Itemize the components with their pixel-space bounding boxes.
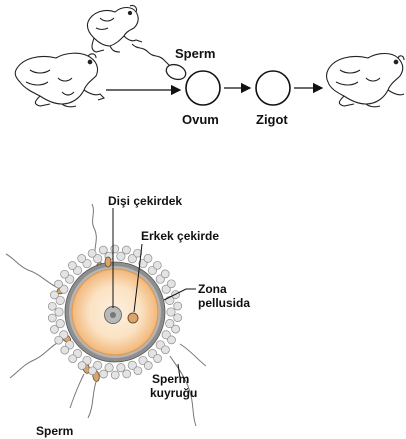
- corona-cell: [50, 325, 58, 333]
- male-nucleus: [128, 313, 138, 323]
- corona-cell: [68, 262, 76, 270]
- corona-cell: [161, 346, 169, 354]
- egg-fertilization-diagram: Dişi çekirdek Erkek çekirde Zona pellusi…: [6, 194, 250, 438]
- corona-cell: [174, 302, 182, 310]
- corona-cell: [111, 371, 119, 379]
- female-nucleus-label: Dişi çekirdek: [108, 194, 182, 208]
- corona-cell: [55, 336, 63, 344]
- sperm-label-bottom: Sperm: [36, 424, 73, 438]
- corona-cell: [61, 346, 69, 354]
- corona-cell: [88, 367, 96, 375]
- corona-cell: [78, 362, 86, 370]
- adult-frog-illustration: [327, 54, 405, 107]
- corona-cell: [88, 249, 96, 257]
- corona-cell: [167, 280, 175, 288]
- ovum-label: Ovum: [182, 112, 219, 127]
- zygote-circle: [256, 71, 290, 105]
- corona-cell: [144, 254, 152, 262]
- corona-cell: [48, 302, 56, 310]
- corona-cell: [99, 246, 107, 254]
- female-frog-illustration: [15, 53, 104, 107]
- sperm-tail-label-line2: kuyruğu: [150, 386, 197, 400]
- life-cycle-diagram: Sperm Ovum Zigot: [15, 5, 404, 127]
- corona-cell: [153, 261, 161, 269]
- corona-cell: [78, 255, 86, 263]
- penetrating-sperm-head: [105, 257, 111, 267]
- corona-cell: [50, 291, 58, 299]
- corona-cell: [172, 325, 180, 333]
- corona-cell: [123, 370, 131, 378]
- corona-cell: [100, 370, 108, 378]
- corona-cell: [122, 246, 130, 254]
- corona-cell: [69, 355, 77, 363]
- corona-cell: [167, 308, 175, 316]
- zygote-label: Zigot: [256, 112, 288, 127]
- sperm-tail-line: [132, 44, 172, 68]
- corona-cell: [144, 362, 152, 370]
- corona-cell: [111, 245, 119, 253]
- sperm-head: [164, 62, 188, 82]
- sperm-label-top: Sperm: [175, 46, 215, 61]
- corona-cell: [61, 270, 69, 278]
- zona-label-line1: Zona: [198, 282, 227, 296]
- corona-cell: [48, 314, 56, 322]
- corona-cell: [134, 367, 142, 375]
- corona-cell: [154, 355, 162, 363]
- male-nucleus-label: Erkek çekirde: [141, 229, 219, 243]
- corona-cell: [168, 336, 176, 344]
- corona-cell: [55, 308, 63, 316]
- sperm-tail-label-line1: Sperm: [152, 372, 189, 386]
- corona-cell: [174, 314, 182, 322]
- ovum-circle: [186, 71, 220, 105]
- corona-cell: [161, 270, 169, 278]
- zona-label-line2: pellusida: [198, 296, 250, 310]
- corona-cell: [55, 280, 63, 288]
